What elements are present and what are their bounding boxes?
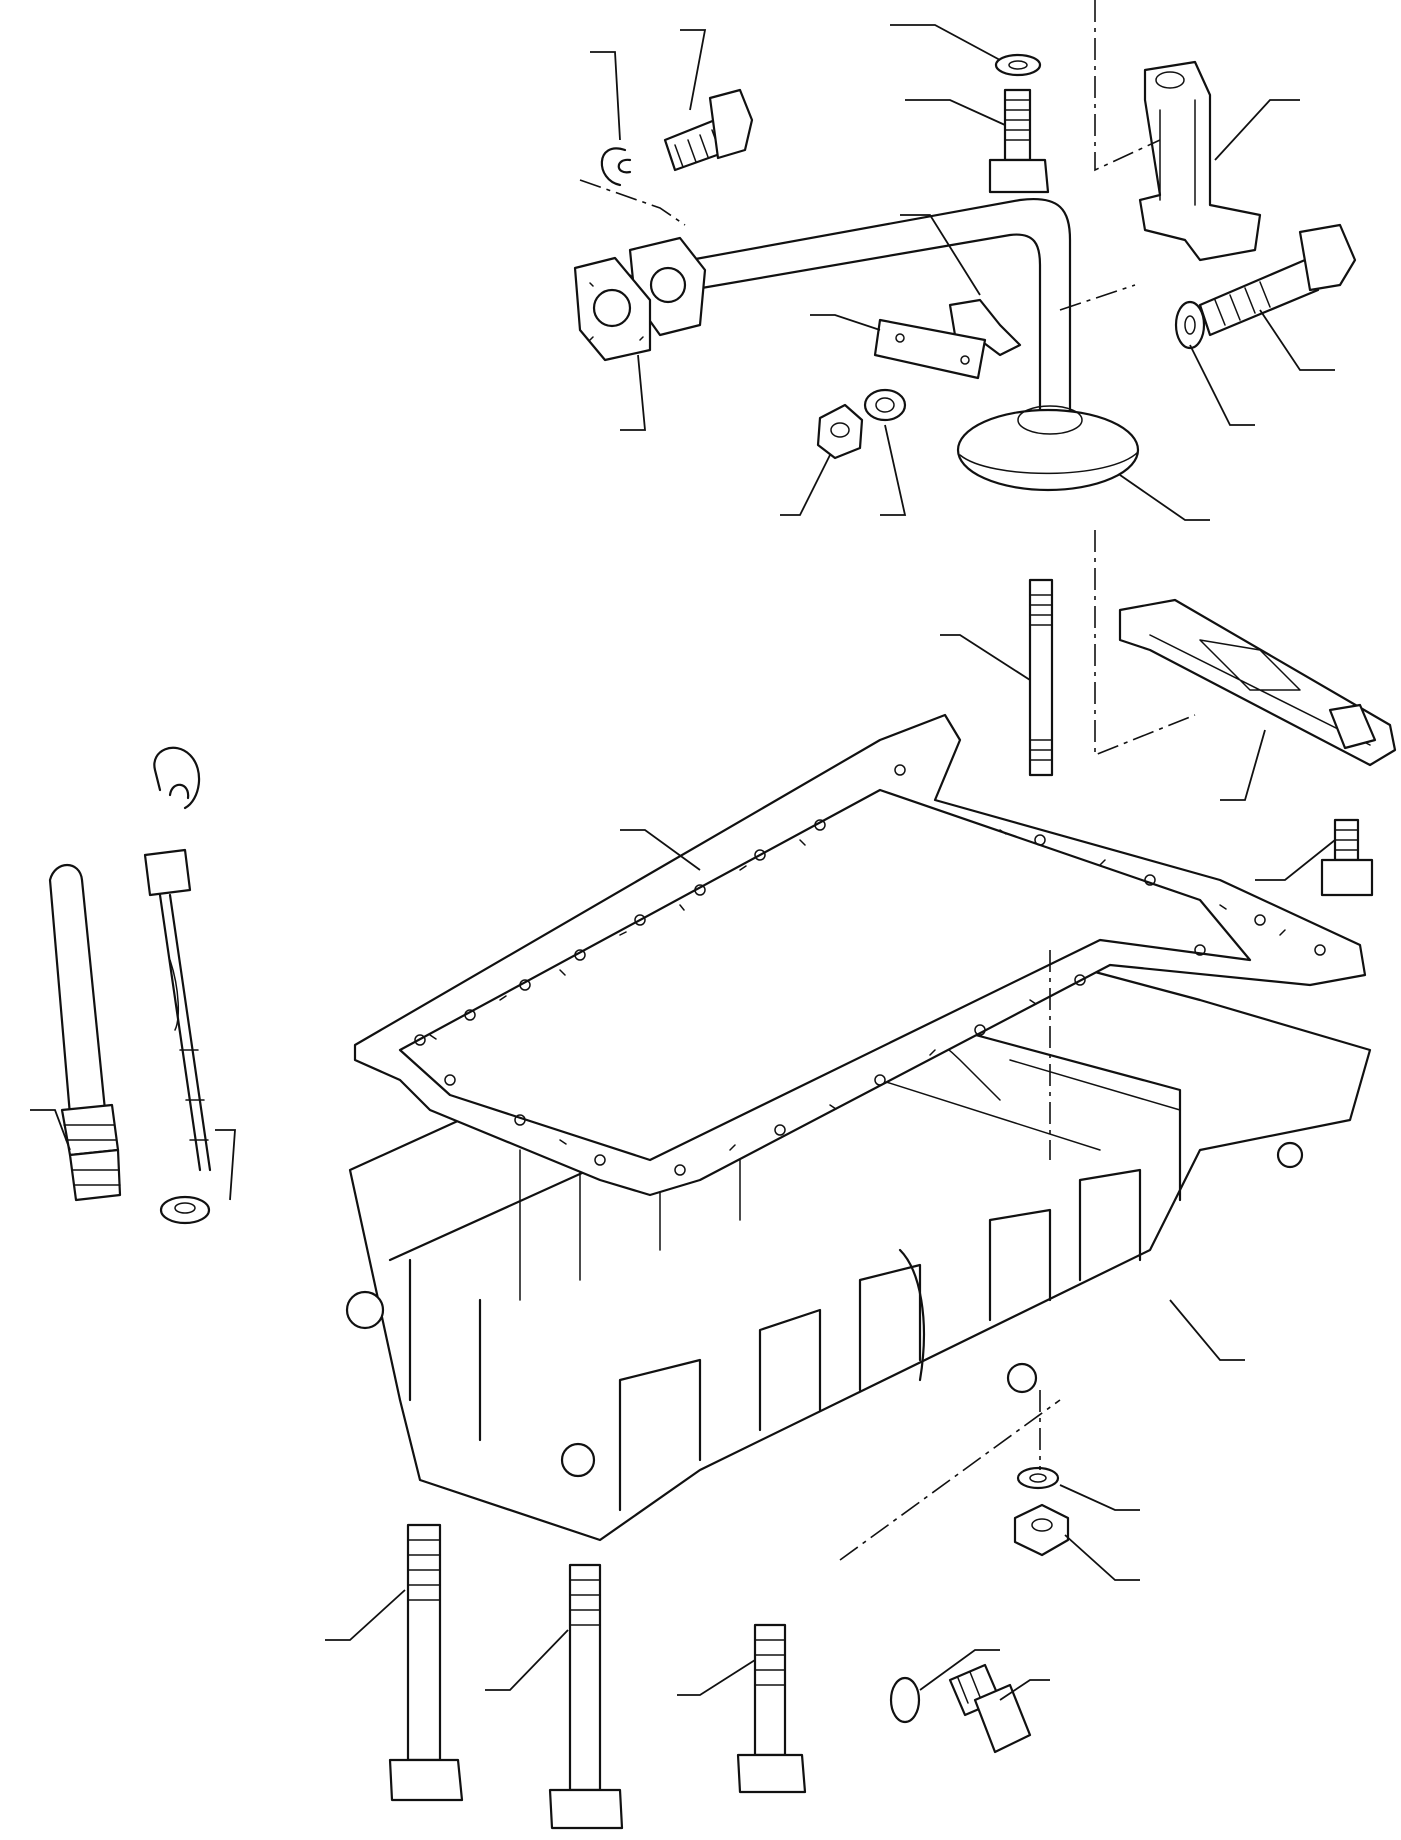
- dipstick-seal: [159, 1195, 211, 1225]
- support-bracket: [1138, 60, 1262, 262]
- oil-suction-pipe: [628, 197, 1072, 432]
- nut: [816, 403, 864, 460]
- bridge-bracket: [1118, 598, 1397, 767]
- long-bolt-2: [548, 1563, 624, 1830]
- clamp-plate: [873, 318, 987, 380]
- bracket-washer: [1174, 300, 1206, 350]
- suction-strainer: [956, 405, 1140, 492]
- bolt-top: [988, 88, 1050, 194]
- flange-bolt: [663, 88, 754, 172]
- snap-ring: [600, 147, 632, 187]
- washer-top: [994, 53, 1042, 77]
- dipstick: [143, 746, 212, 1172]
- pipe-gasket: [573, 256, 652, 362]
- dipstick-tube: [48, 864, 107, 1117]
- stud: [1028, 578, 1054, 777]
- drain-plug-seal: [889, 1676, 921, 1724]
- short-bolt: [736, 1623, 807, 1794]
- leader-lines: [30, 24, 1336, 1701]
- drain-plug: [948, 1663, 1032, 1754]
- bracket-bolt: [1198, 223, 1357, 337]
- pan-nut: [1013, 1503, 1070, 1557]
- oil-pan-gasket: [353, 713, 1367, 1197]
- long-bolt-1: [388, 1523, 464, 1802]
- bridge-screw: [1320, 818, 1374, 897]
- washer: [863, 388, 907, 422]
- tube-fitting: [60, 1103, 122, 1202]
- alignment-lines: [579, 0, 1196, 1561]
- pan-washer: [1016, 1466, 1060, 1490]
